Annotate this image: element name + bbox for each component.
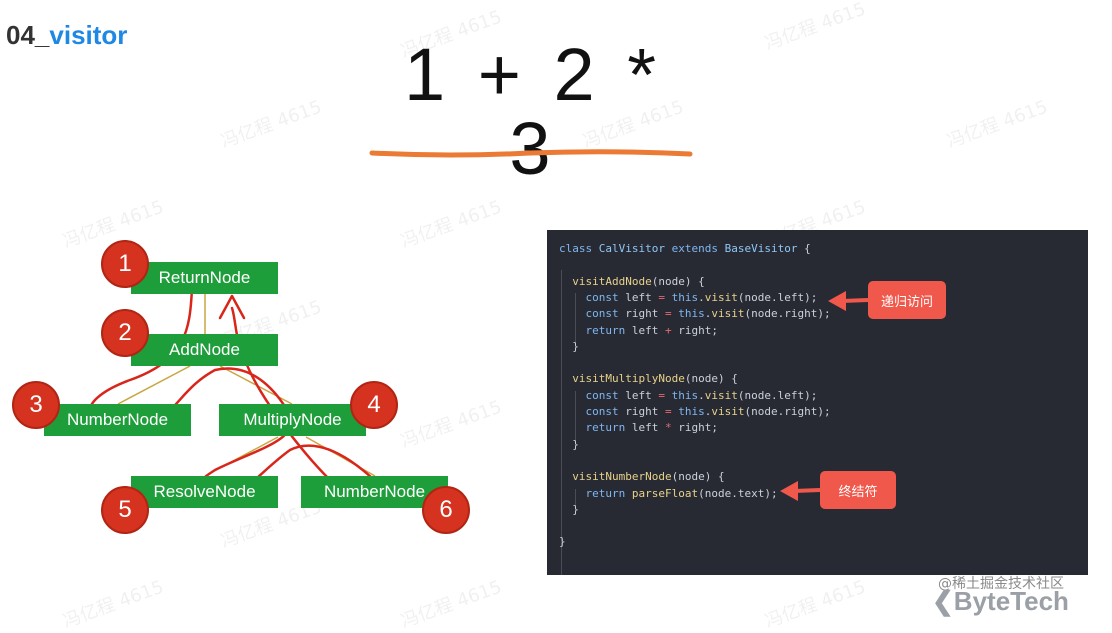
node-add: AddNode bbox=[131, 334, 278, 366]
code-line: } bbox=[559, 535, 566, 549]
indent-guide bbox=[575, 391, 576, 443]
node-return: ReturnNode bbox=[131, 262, 278, 294]
node-number-left: NumberNode bbox=[44, 404, 191, 436]
watermark-text: 冯亿程 4615 bbox=[218, 96, 325, 153]
community-label: @稀土掘金技术社区 bbox=[938, 576, 1064, 592]
bytetech-logo-mark: ❮ bbox=[932, 586, 954, 616]
step-badge-6: 6 bbox=[422, 486, 470, 534]
callout-recursive-visit: 递归访问 bbox=[868, 281, 946, 319]
edge-add-num-left bbox=[117, 365, 191, 405]
heading-word: visitor bbox=[49, 20, 128, 50]
code-line: } bbox=[572, 437, 579, 451]
step-badge-3: 3 bbox=[12, 381, 60, 429]
watermark-text: 冯亿程 4615 bbox=[60, 576, 167, 633]
watermark-text: 冯亿程 4615 bbox=[398, 396, 505, 453]
code-panel: class CalVisitor extends BaseVisitor { v… bbox=[547, 230, 1088, 575]
step-badge-5: 5 bbox=[101, 486, 149, 534]
step-badge-4: 4 bbox=[350, 381, 398, 429]
code-line: class CalVisitor extends BaseVisitor { bbox=[559, 242, 811, 255]
indent-guide bbox=[561, 270, 562, 575]
traversal-arrowhead bbox=[218, 294, 246, 320]
bytetech-logo: ❮ByteTech bbox=[932, 586, 1069, 617]
code-line: const left = this.visit(node.left); bbox=[585, 388, 818, 402]
watermark-text: 冯亿程 4615 bbox=[762, 576, 869, 633]
watermark-text: 冯亿程 4615 bbox=[398, 196, 505, 253]
node-multiply: MultiplyNode bbox=[219, 404, 366, 436]
step-badge-1: 1 bbox=[101, 240, 149, 288]
code-line: visitNumberNode(node) { bbox=[572, 470, 725, 484]
code-line: return left * right; bbox=[585, 421, 719, 435]
watermark-text: 冯亿程 4615 bbox=[944, 96, 1051, 153]
watermark-text: 冯亿程 4615 bbox=[398, 576, 505, 633]
bytetech-logo-text: ByteTech bbox=[953, 586, 1069, 616]
heading-number: 04_ bbox=[6, 20, 50, 50]
slide-heading: 04_visitor bbox=[6, 20, 127, 51]
expression-title: 1 + 2 * 3 bbox=[403, 33, 662, 190]
code-line: visitAddNode(node) { bbox=[572, 274, 705, 288]
code-line: visitMultiplyNode(node) { bbox=[572, 372, 738, 386]
code-line: return parseFloat(node.text); bbox=[585, 486, 778, 500]
edge-mul-num-right bbox=[305, 436, 376, 477]
code-line: const right = this.visit(node.right); bbox=[585, 405, 831, 418]
callout-terminal: 终结符 bbox=[820, 471, 896, 509]
code-line: } bbox=[572, 339, 579, 353]
node-number-right: NumberNode bbox=[301, 476, 448, 508]
indent-guide bbox=[575, 293, 576, 345]
watermark-text: 冯亿程 4615 bbox=[762, 0, 869, 55]
code-line: } bbox=[572, 502, 579, 516]
code-line: return left + right; bbox=[585, 323, 719, 337]
indent-guide bbox=[575, 489, 576, 509]
node-resolve: ResolveNode bbox=[131, 476, 278, 508]
code-line: const left = this.visit(node.left); bbox=[585, 290, 818, 304]
step-badge-2: 2 bbox=[101, 309, 149, 357]
code-line: const right = this.visit(node.right); bbox=[585, 307, 831, 321]
edge-add-mul bbox=[219, 365, 293, 405]
edge-mul-resolve bbox=[204, 436, 279, 477]
tree-edges bbox=[117, 294, 376, 477]
